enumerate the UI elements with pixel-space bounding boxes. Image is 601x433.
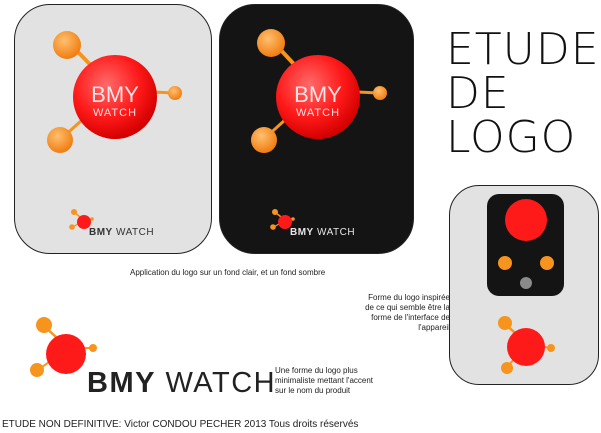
- title-line-3: LOGO: [446, 112, 577, 163]
- brand-bold: BMY: [87, 367, 156, 399]
- caption-device: Forme du logo inspirée de ce qui semble …: [365, 293, 450, 332]
- title-line-1: ETUDE: [446, 24, 600, 75]
- red-bubble: [507, 328, 545, 366]
- orange-node: [30, 363, 44, 377]
- orange-node: [251, 127, 277, 153]
- orange-node: [257, 29, 285, 57]
- orange-node: [168, 86, 182, 100]
- brand-wordmark-large: BMY WATCH: [87, 368, 276, 398]
- page-title: ETUDE DE LOGO: [446, 24, 600, 163]
- brand-bold: BMY: [290, 227, 314, 238]
- molecule-logo-light: BMY WATCH: [47, 31, 182, 230]
- title-line-2: DE: [446, 68, 510, 119]
- bubble-watch-text: WATCH: [93, 107, 137, 119]
- orange-node: [498, 316, 512, 330]
- orange-node: [36, 317, 52, 333]
- bubble-brand-text: BMY: [294, 82, 342, 107]
- brand-light: WATCH: [165, 367, 277, 399]
- bubble-watch-text: WATCH: [296, 107, 340, 119]
- red-bubble: [73, 55, 157, 139]
- orange-node: [89, 344, 97, 352]
- device-grey-button: [520, 277, 532, 289]
- molecule-logo-dark: BMY WATCH: [251, 29, 387, 230]
- red-bubble: [46, 334, 86, 374]
- device-molecule-logo: [498, 316, 555, 374]
- orange-node: [47, 127, 73, 153]
- red-bubble: [276, 55, 360, 139]
- small-logo-bubble: [77, 215, 91, 229]
- minimal-molecule-logo: [30, 317, 97, 377]
- brand-light: WATCH: [116, 227, 155, 238]
- brand-light: WATCH: [317, 227, 356, 238]
- small-logo-bubble: [278, 215, 292, 229]
- device-orange-left: [498, 256, 512, 270]
- footer-credit: ETUDE NON DEFINITIVE: Victor CONDOU PECH…: [2, 419, 359, 430]
- orange-node: [373, 86, 387, 100]
- device-interface-card: [449, 185, 599, 385]
- device-orange-right: [540, 256, 554, 270]
- brand-bold: BMY: [89, 227, 113, 238]
- bubble-brand-text: BMY: [91, 82, 139, 107]
- small-brand-dark: BMY WATCH: [290, 227, 355, 238]
- orange-node: [501, 362, 513, 374]
- orange-node: [547, 344, 555, 352]
- small-brand-light: BMY WATCH: [89, 227, 154, 238]
- caption-light-dark: Application du logo sur un fond clair, e…: [130, 268, 326, 277]
- device-red-circle: [505, 199, 547, 241]
- orange-node: [53, 31, 81, 59]
- device-screen: [487, 194, 564, 296]
- caption-minimal: Une forme du logo plus minimaliste metta…: [275, 366, 374, 395]
- dark-background-card: BMY WATCH BMY WATCH: [219, 4, 414, 254]
- light-background-card: BMY WATCH BMY WATCH: [14, 4, 212, 254]
